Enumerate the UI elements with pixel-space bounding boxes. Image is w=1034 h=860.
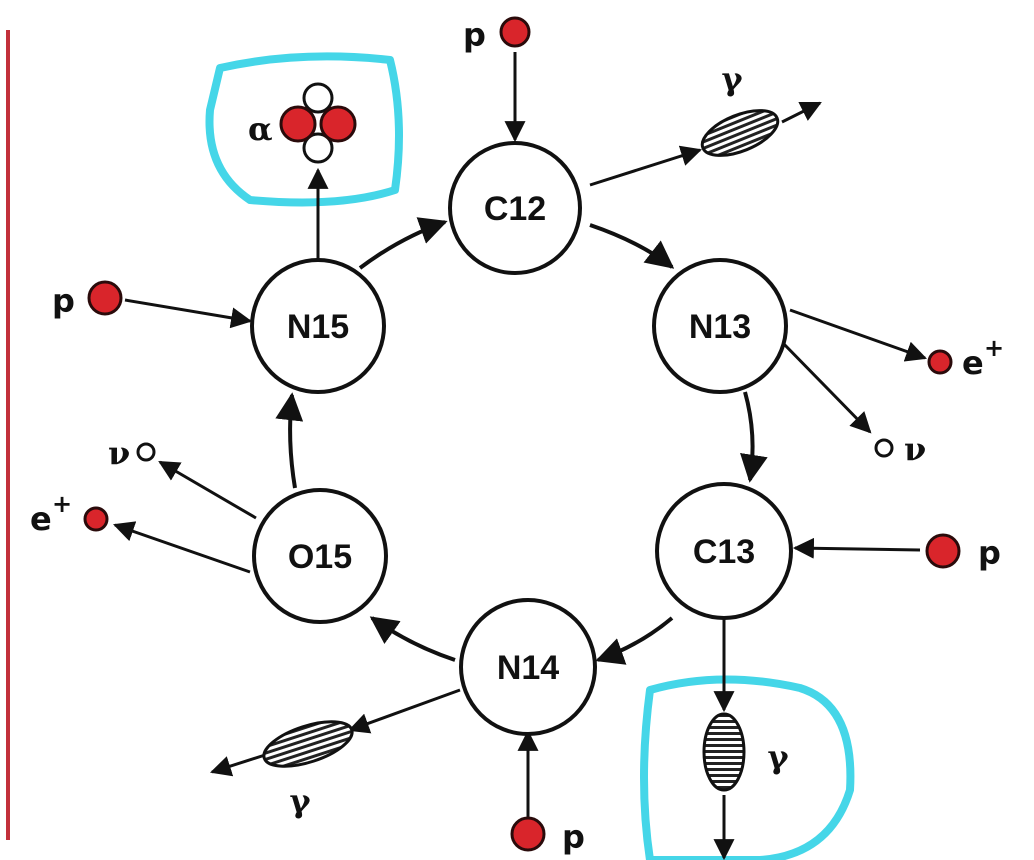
arrow-n13-c13 [740, 391, 768, 483]
positron-left-label: e [30, 500, 52, 538]
arrow-p-to-c13 [792, 537, 921, 559]
gamma-top: γ [700, 60, 780, 157]
arrow-n14-o15 [369, 616, 456, 662]
gamma-top-photon [700, 109, 780, 157]
neutrino-right-dot [874, 438, 894, 458]
arrow-n14-to-gamma [348, 688, 461, 734]
proton-right-dot [925, 533, 961, 569]
node-o15-label: O15 [288, 538, 352, 576]
alpha-proton-right [319, 105, 357, 143]
alpha-highlight [205, 52, 403, 207]
alpha-neutron-bottom [302, 132, 334, 164]
alpha-proton-left [279, 105, 317, 143]
gamma-bottom-left-label: γ [289, 782, 311, 820]
arrow-c12-n13 [589, 223, 675, 269]
node-c13-label: C13 [693, 533, 755, 571]
positron-right-label: e [962, 344, 984, 382]
proton-bottom-dot [510, 816, 546, 852]
node-n14: N14 [459, 598, 597, 736]
neutrino-right: ν [874, 430, 926, 468]
arrow-o15-to-positron [113, 521, 251, 574]
arrow-n15-c12 [358, 217, 448, 270]
arrow-n13-to-neutrino [778, 338, 872, 434]
proton-top-label: p [463, 16, 486, 54]
positron-left-sup: + [52, 490, 72, 518]
gamma-bottom-right: γ [702, 712, 789, 792]
node-n15-label: N15 [287, 308, 349, 346]
proton-top: p [463, 16, 531, 54]
positron-right-dot [927, 349, 953, 375]
alpha-particle: α [248, 82, 357, 164]
node-n13: N13 [652, 258, 788, 394]
gamma-bottom-right-photon [702, 712, 746, 792]
arrow-gamma-top-out [781, 101, 822, 124]
arrow-c13-n14 [595, 616, 674, 665]
node-o15: O15 [252, 488, 388, 624]
neutrino-left-dot [136, 442, 156, 462]
gamma-top-label: γ [721, 60, 743, 98]
neutrino-left: ν [108, 434, 156, 472]
proton-top-dot [499, 16, 531, 48]
arrow-c12-to-gamma [589, 145, 703, 187]
proton-left-label: p [52, 282, 75, 320]
alpha-label: α [248, 110, 273, 148]
node-c12: C12 [448, 141, 582, 275]
arrow-gamma-left-out [210, 753, 266, 777]
node-n13-label: N13 [689, 308, 751, 346]
proton-left: p [52, 280, 123, 320]
positron-left: e + [30, 490, 109, 538]
proton-left-dot [87, 280, 123, 316]
arrow-o15-to-neutrino [158, 460, 257, 520]
proton-bottom-label: p [562, 818, 585, 856]
arrow-o15-n15 [275, 392, 304, 489]
positron-right: e + [927, 334, 1004, 382]
proton-right-label: p [978, 534, 1001, 572]
arrow-n13-to-positron [789, 308, 927, 362]
neutrino-left-label: ν [108, 434, 130, 472]
proton-right: p [925, 533, 1001, 572]
proton-bottom: p [510, 816, 585, 856]
node-n14-label: N14 [497, 649, 559, 687]
positron-right-sup: + [984, 334, 1004, 362]
gamma-bottom-left: γ [262, 720, 354, 820]
gamma-highlight [640, 675, 855, 860]
positron-left-dot [83, 506, 109, 532]
alpha-neutron-top [302, 82, 334, 114]
node-c13: C13 [655, 482, 793, 620]
gamma-bottom-right-label: γ [767, 738, 789, 776]
arrow-p-to-n15 [124, 298, 253, 329]
neutrino-right-label: ν [904, 430, 926, 468]
node-c12-label: C12 [484, 190, 546, 228]
gamma-bottom-left-photon [262, 720, 354, 768]
node-n15: N15 [250, 258, 386, 394]
